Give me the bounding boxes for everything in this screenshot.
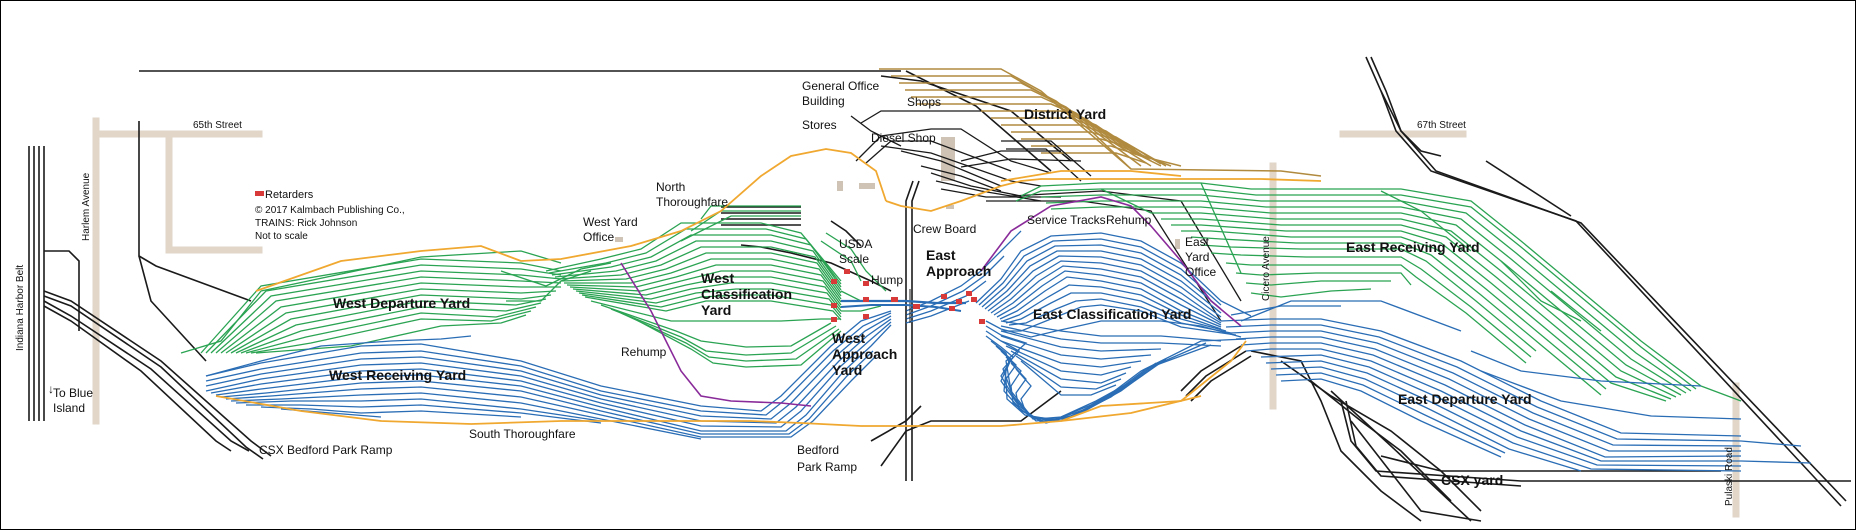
rehump-tracks xyxy=(620,196,1242,407)
label-bedford: Bedford xyxy=(797,443,839,457)
legend-copyright: © 2017 Kalmbach Publishing Co., xyxy=(255,205,405,216)
label-scale: Scale xyxy=(839,252,869,266)
district-yard-tracks xyxy=(879,68,1322,177)
west-receiving-yard-tracks xyxy=(205,310,892,440)
label-west-approach-3: Yard xyxy=(832,362,862,378)
label-to-blue: To Blue xyxy=(53,386,93,400)
legend: Retarders © 2017 Kalmbach Publishing Co.… xyxy=(255,189,405,242)
label-harlem-avenue: Harlem Avenue xyxy=(81,172,92,241)
legend-retarders: Retarders xyxy=(265,189,314,201)
building-gen-office xyxy=(837,181,843,191)
label-north: North xyxy=(656,180,685,194)
retarder-marker xyxy=(863,314,869,319)
orange-east-link xyxy=(1060,395,1202,422)
legend-trains: TRAINS: Rick Johnson xyxy=(255,218,357,229)
label-west-receiving-yard: West Receiving Yard xyxy=(329,367,466,383)
retarder-marker xyxy=(831,303,837,308)
retarder-marker xyxy=(891,297,898,302)
label-east-receiving-yard: East Receiving Yard xyxy=(1346,239,1480,255)
retarder-marker xyxy=(831,279,837,284)
east-classification-tracks xyxy=(975,232,1252,424)
label-stores: Stores xyxy=(802,118,837,132)
label-shops: Shops xyxy=(907,95,941,109)
building-stores xyxy=(859,183,875,189)
label-west-class-3: Yard xyxy=(701,302,731,318)
label-west-yard: West Yard xyxy=(583,215,638,229)
label-island: Island xyxy=(53,401,85,415)
thoroughfare-tracks xyxy=(215,148,1322,427)
west-departure-yard-tracks xyxy=(180,250,612,354)
retarder-marker xyxy=(971,297,977,302)
label-east-classification-yard: East Classification Yard xyxy=(1033,306,1191,322)
retarder-marker xyxy=(941,294,947,299)
label-west-approach-1: West xyxy=(832,330,866,346)
label-east-approach-2: Approach xyxy=(926,263,991,279)
label-office-east: Office xyxy=(1185,265,1216,279)
retarder-marker xyxy=(863,297,869,302)
orange-district-link xyxy=(1000,170,1182,182)
retarder-marker xyxy=(863,281,869,286)
label-district-yard: District Yard xyxy=(1024,106,1106,122)
label-west-class-1: West xyxy=(701,270,735,286)
arrow-down-icon: ↓ xyxy=(48,382,54,396)
label-usda: USDA xyxy=(839,237,872,251)
label-pulaski-road: Pulaski Road xyxy=(1724,447,1735,506)
shops-tracks xyxy=(850,110,1242,322)
65th-spur-road xyxy=(165,130,263,254)
east-rehump-line xyxy=(980,196,1242,327)
south-thoroughfare-line xyxy=(215,340,1247,427)
label-building: Building xyxy=(802,94,845,108)
label-indiana-harbor-belt: Indiana Harbor Belt xyxy=(15,265,26,351)
retarder-marker xyxy=(966,291,972,296)
hump-structure xyxy=(840,289,966,323)
east-departure-yard-tracks xyxy=(1220,300,1812,472)
retarder-marker xyxy=(956,299,962,304)
roads xyxy=(92,117,1740,518)
label-park-ramp: Park Ramp xyxy=(797,460,857,474)
retarder-marker xyxy=(979,319,985,324)
label-csx-yard: CSX yard xyxy=(1441,472,1503,488)
retarder-marker xyxy=(913,304,920,309)
retarder-marker xyxy=(949,306,955,311)
retarder-legend-swatch xyxy=(255,191,264,196)
retarder-marker xyxy=(831,317,837,322)
label-office: Office xyxy=(583,230,614,244)
label-east: East xyxy=(1185,235,1210,249)
building-east-office xyxy=(1175,239,1180,249)
label-csx-bedford-park-ramp: CSX Bedford Park Ramp xyxy=(259,443,393,457)
label-yard: Yard xyxy=(1185,250,1209,264)
label-east-departure-yard: East Departure Yard xyxy=(1398,391,1532,407)
north-thoroughfare-line xyxy=(255,148,887,292)
label-general-office: General Office xyxy=(802,79,879,93)
retarders xyxy=(831,269,985,324)
main-lines xyxy=(28,56,1851,522)
label-west-approach-2: Approach xyxy=(832,346,897,362)
label-thoroughfare: Thoroughfare xyxy=(656,195,728,209)
label-south-thoroughfare: South Thoroughfare xyxy=(469,427,576,441)
label-cicero-avenue: Cicero Avenue xyxy=(1261,236,1272,301)
label-crew-board: Crew Board xyxy=(913,222,976,236)
east-receiving-yard-tracks xyxy=(1015,182,1742,402)
label-hump: Hump xyxy=(871,273,903,287)
building-crew xyxy=(946,205,954,209)
label-rehump-west: Rehump xyxy=(621,345,667,359)
label-67th-street: 67th Street xyxy=(1417,120,1466,131)
building-west-office xyxy=(615,237,623,242)
label-west-departure-yard: West Departure Yard xyxy=(333,295,470,311)
retarder-marker xyxy=(844,269,850,274)
label-rehump-east: Rehump xyxy=(1106,213,1152,227)
west-rehump-line xyxy=(620,262,812,407)
label-east-approach-1: East xyxy=(926,247,956,263)
legend-scale: Not to scale xyxy=(255,231,308,242)
label-65th-street: 65th Street xyxy=(193,120,242,131)
orange-upper-east xyxy=(885,178,1322,212)
label-service-tracks: Service Tracks xyxy=(1027,213,1106,227)
label-west-class-2: Classification xyxy=(701,286,792,302)
label-diesel-shop: Diesel Shop xyxy=(871,131,936,145)
